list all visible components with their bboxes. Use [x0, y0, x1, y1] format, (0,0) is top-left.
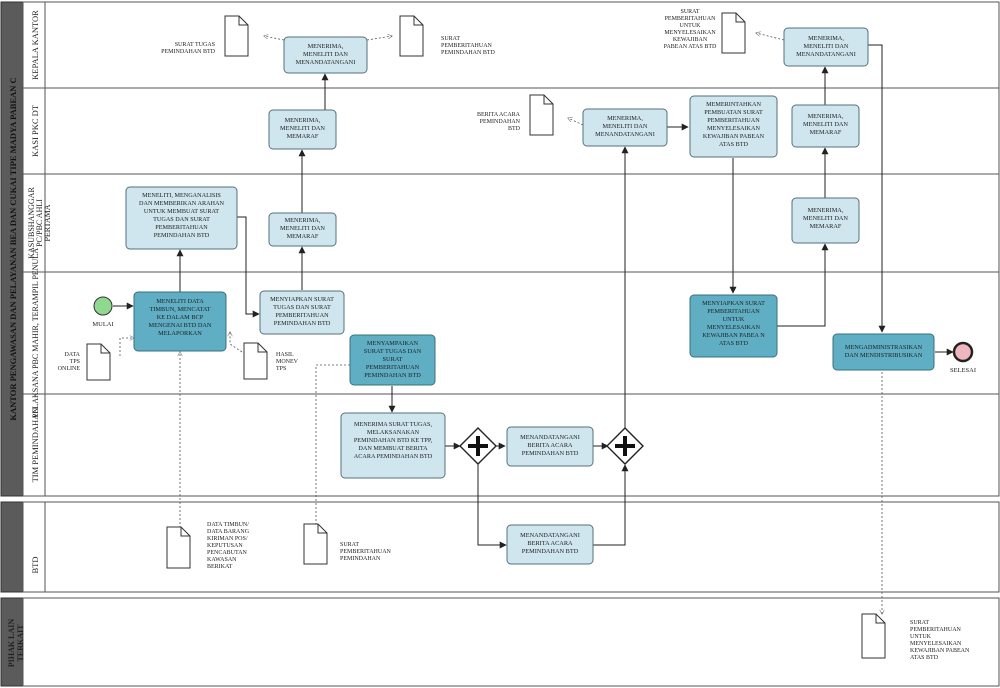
lane-kasi-pkc: KASI PKC DT [30, 104, 40, 157]
pool-title-btd: BTD [30, 557, 40, 574]
pool-title-kantor: KANTOR PENGAWASAN DAN PELAYANAN BEA DAN … [8, 77, 18, 420]
svg-text:SELESAI: SELESAI [950, 367, 976, 374]
start-event: MULAI [92, 296, 114, 328]
pool-btd: BTD [0, 501, 1000, 593]
parallel-gateway-1 [459, 427, 497, 465]
svg-text:MENERIMA SURAT TUGAS,MELAKSANA: MENERIMA SURAT TUGAS,MELAKSANAKANPEMINDA… [354, 421, 433, 460]
pool-pihak-lain: PIHAK LAINTERKAIT [0, 597, 1000, 687]
svg-text:MULAI: MULAI [92, 321, 113, 328]
pool-title-pihak: PIHAK LAINTERKAIT [7, 619, 25, 667]
parallel-gateway-2 [606, 427, 644, 465]
sequence-flows [113, 44, 954, 549]
lane-tim-pemindahan: TIM PEMINDAHAN [30, 408, 40, 483]
end-event: SELESAI [950, 341, 976, 374]
associations [119, 33, 882, 614]
lane-pelaksana: PELAKSANA PBC MAHIR, TERAMPIL PENULA [31, 248, 40, 418]
lane-kepala-kantor: KEPALA KANTOR [30, 10, 40, 80]
lane-kasubshanggar: KASUBSHANGGARPC/PBC AHLIPERTAMA [27, 187, 52, 259]
